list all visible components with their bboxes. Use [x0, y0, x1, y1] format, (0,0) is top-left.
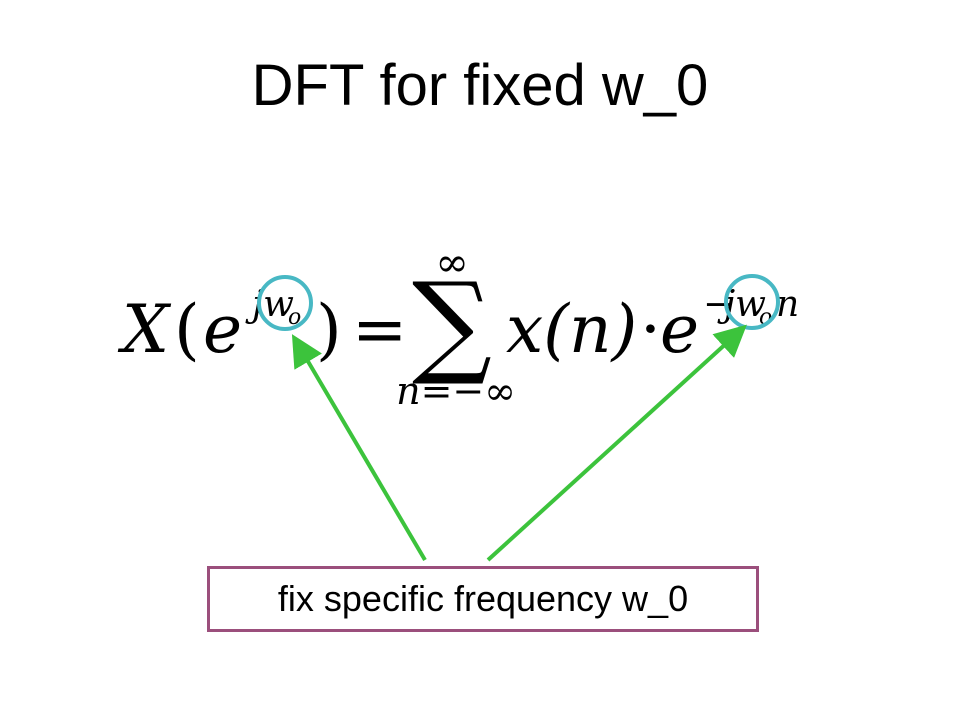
- highlight-circle-left: [257, 275, 313, 331]
- eq-exponent-right-n: n: [776, 284, 799, 325]
- callout-box: fix specific frequency w_0: [207, 566, 759, 632]
- eq-lhs-open-paren: (: [174, 291, 200, 368]
- eq-lhs-close-paren: ): [316, 291, 342, 368]
- eq-equals-sign: =: [352, 291, 407, 368]
- eq-base-e-left: e: [203, 291, 242, 368]
- eq-sum-upper-limit: ∞: [435, 240, 468, 286]
- eq-term-x-of-n: x(n): [506, 291, 637, 368]
- slide-title: DFT for fixed w_0: [251, 53, 709, 118]
- highlight-circle-right: [724, 274, 780, 330]
- arrow-to-right-circle: [486, 324, 747, 562]
- eq-lhs-func: X: [117, 291, 172, 368]
- eq-sum-lower-limit: n=−∞: [396, 369, 516, 413]
- callout-text: fix specific frequency w_0: [277, 578, 689, 619]
- eq-base-e-right: e: [660, 291, 699, 368]
- eq-sum-symbol: ∑: [412, 259, 492, 389]
- eq-exponent-left: jw: [245, 284, 294, 325]
- arrow-to-left-circle: [291, 334, 427, 562]
- eq-dot-operator: ·: [640, 291, 661, 368]
